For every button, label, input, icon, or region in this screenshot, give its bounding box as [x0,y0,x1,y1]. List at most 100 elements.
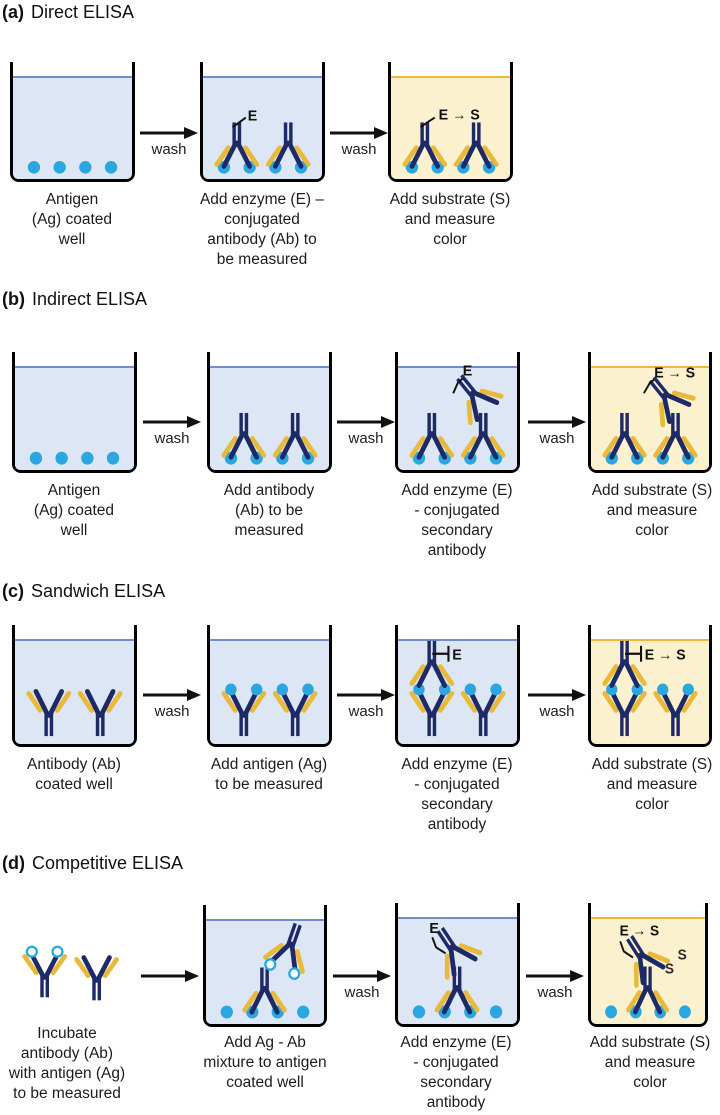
arrow-icon [143,415,201,429]
section-title-d: (d) Competitive ELISA [2,853,183,874]
wash-label: wash [151,141,187,158]
scene: E [398,625,517,744]
secondary-antibody [412,641,452,686]
antigen-dots [224,451,315,465]
scene [210,352,329,465]
well-a2: E [200,62,325,182]
arrow-icon [337,688,395,702]
capture-antibody-with-antigen [224,684,264,737]
caption-c3: Add enzyme (E) - conjugated secondary an… [401,756,513,833]
capture-antibody-with-antigen [412,684,452,737]
caption-b2: Add antibody (Ab) to be measured [223,482,315,539]
well-d2 [203,905,327,1027]
scene [27,160,118,174]
section-tag: (b) [2,289,25,309]
well-c3: E [395,625,520,747]
wash-arrow: wash [528,415,586,447]
scene [29,451,120,465]
arrow-icon [140,126,198,140]
caption-b1: Antigen (Ag) coated well [33,482,115,539]
antigen-dots [29,451,120,465]
scene: E → S [591,352,709,465]
section-tag: (d) [2,853,25,873]
capture-antibody [29,691,69,736]
section-name: Indirect ELISA [31,289,148,309]
enzyme-connector [619,940,634,959]
wash-arrow: wash [337,688,395,720]
section-name: Sandwich ELISA [31,581,166,601]
antigen-dots [220,1005,310,1019]
section-name: Competitive ELISA [31,853,184,873]
enzyme-connector [419,116,436,129]
wash-arrow: wash [333,969,391,1001]
caption-d2: Add Ag - Ab mixture to antigen coated we… [203,1034,327,1091]
wash-label: wash [154,430,190,447]
well-d3: E [395,903,520,1027]
antigen-dots [405,160,496,174]
well-c4: E → S [588,625,712,747]
antibody-bound [605,413,645,457]
arrow-icon [337,415,395,429]
antibody-bound [275,413,315,457]
well-b2 [207,352,332,473]
wash-arrow: wash [528,688,586,720]
capture-antibody [80,691,120,736]
plain-arrow [141,969,199,984]
wash-arrow: wash [143,415,201,447]
substrate-label: S [665,961,674,978]
reaction-label: E → S [620,923,660,940]
reaction-label: E → S [654,365,695,381]
antibody-bound [217,122,257,166]
scene: E → S [591,625,709,744]
caption-a2: Add enzyme (E) – conjugated antibody (Ab… [199,191,325,268]
caption-d1: Incubate antibody (Ab) with antigen (Ag)… [8,1025,126,1102]
scene: E → S S S [605,923,691,1019]
arrow-icon [528,415,586,429]
arrow-icon [526,969,584,983]
section-tag: (c) [2,581,24,601]
antibody-bound [405,122,445,166]
antigen-dots [605,1005,691,1019]
wash-label: wash [341,141,377,158]
antibody-bound [456,122,496,166]
caption-c4: Add substrate (S) and measure color [591,756,713,813]
well-c1 [12,625,137,747]
arrow-icon [528,688,586,702]
free-antibody-group [18,938,120,1012]
scene: E [398,352,517,465]
section-title-a: (a)Direct ELISA [2,2,134,23]
section-name: Direct ELISA [31,2,135,22]
capture-antibody-with-antigen [275,684,315,737]
antigen-dots [27,160,118,174]
wash-label: wash [537,984,573,1001]
enzyme-label: E [452,647,462,663]
antigen-dots [605,451,695,465]
well-a1 [10,62,135,182]
enzyme-connector [231,116,247,129]
scene: E [203,108,322,174]
well-a3: E → S [388,62,513,182]
capture-antibody-with-antigen [656,684,696,737]
secondary-antibody [444,364,502,424]
well-b1 [12,352,137,473]
wash-label: wash [539,430,575,447]
antibody-bound [437,967,477,1012]
antibody-antigen-complex [25,947,65,998]
enzyme-label: E [429,921,439,937]
well-c2 [207,625,332,747]
arrow-icon [333,969,391,983]
arrow-icon [330,126,388,140]
substrate-label: S [678,947,687,964]
wash-label: wash [154,703,190,720]
antigen-dots [217,160,308,174]
caption-d3: Add enzyme (E) - conjugated secondary an… [400,1034,512,1111]
scene [15,625,134,744]
wash-arrow: wash [330,126,388,158]
reaction-label: E → S [645,647,686,663]
enzyme-label: E [463,363,473,379]
enzyme-connector [431,936,447,955]
well-b4: E → S [588,352,712,473]
scene [210,625,329,744]
wash-label: wash [348,430,384,447]
caption-d4: Add substrate (S) and measure color [589,1034,711,1091]
